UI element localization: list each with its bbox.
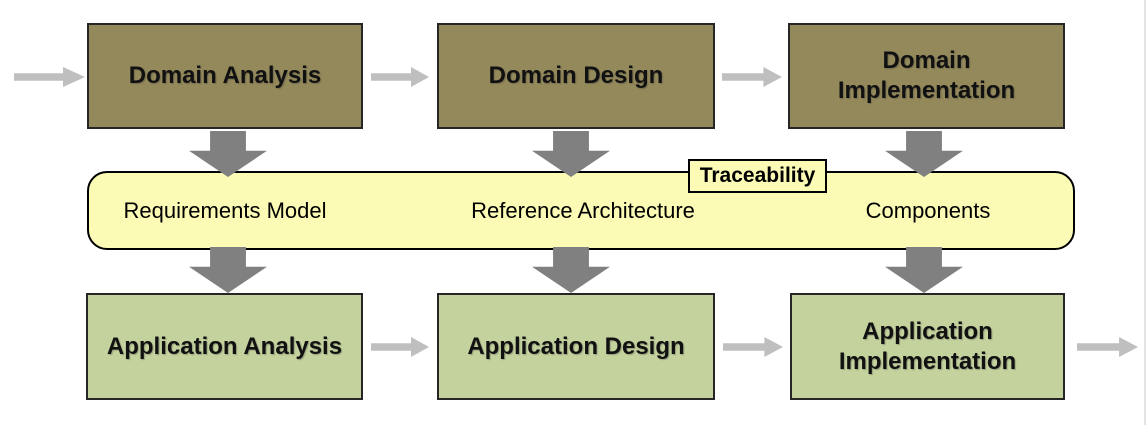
box-label: Domain Implementation	[837, 47, 1016, 104]
flow-enter-arrow-icon	[14, 67, 85, 87]
artifact-reference-architecture: Reference Architecture	[471, 197, 695, 223]
box-application-analysis: Application Analysis	[86, 293, 363, 400]
box-application-implementation: Application Implementation	[790, 293, 1065, 400]
traceability-tag: Traceability	[688, 159, 827, 193]
down-arrow-icon	[189, 247, 267, 293]
flow-arrow-icon	[722, 67, 782, 87]
box-application-design: Application Design	[437, 293, 715, 400]
flow-exit-arrow-icon	[1077, 337, 1138, 357]
slide-right-border	[1144, 0, 1146, 425]
artifact-components: Components	[865, 197, 991, 223]
box-label: Domain Design	[488, 62, 664, 89]
box-domain-design: Domain Design	[437, 23, 715, 129]
box-domain-analysis: Domain Analysis	[87, 23, 363, 129]
artifact-requirements-model: Requirements Model	[123, 197, 327, 223]
flow-arrow-icon	[371, 67, 429, 87]
box-label: Domain Analysis	[128, 62, 322, 89]
flow-arrow-icon	[371, 337, 429, 357]
box-label: Application Implementation	[838, 317, 1017, 375]
box-label: Application Analysis	[106, 332, 343, 360]
down-arrow-icon	[532, 247, 610, 293]
down-arrow-icon	[885, 247, 963, 293]
flow-arrow-icon	[723, 337, 783, 357]
box-label: Application Design	[467, 332, 685, 360]
box-domain-implementation: Domain Implementation	[788, 23, 1065, 129]
